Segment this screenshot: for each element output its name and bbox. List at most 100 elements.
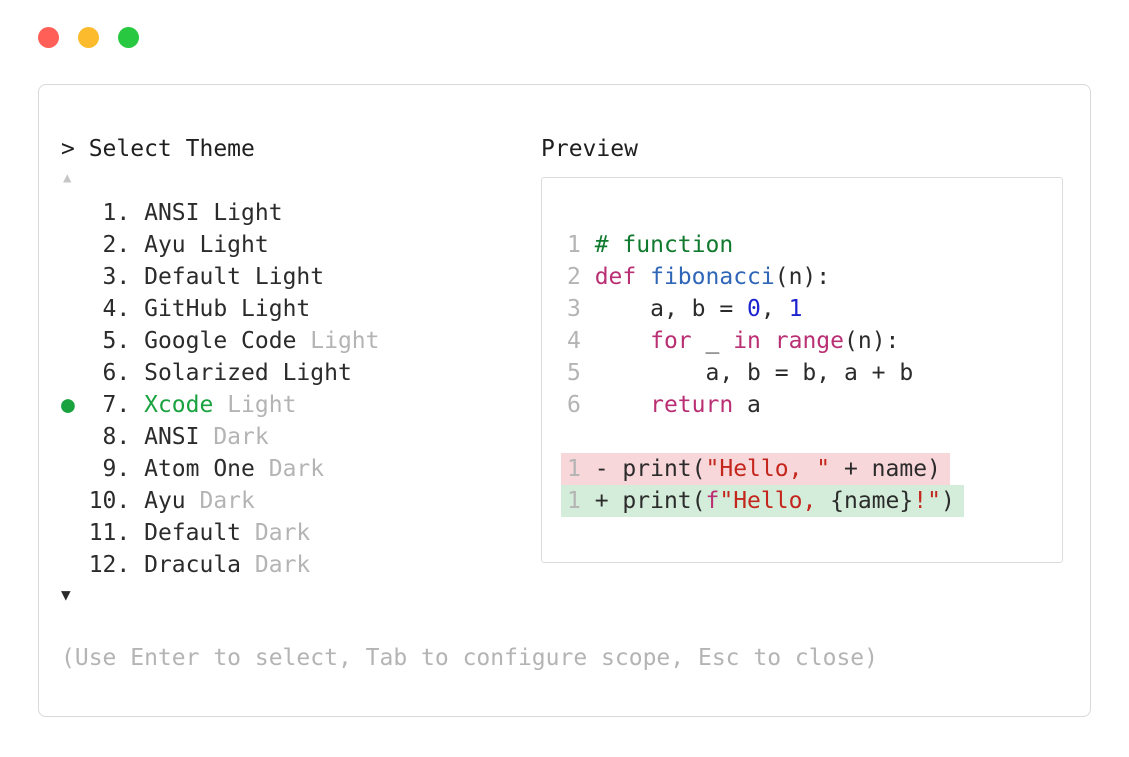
code-line: 5 a, b = b, a + b [567,357,1062,389]
scroll-up-indicator: ▲ [63,170,72,186]
code-token: !" [913,488,941,514]
theme-number: 8. [88,424,145,450]
theme-variant: Dark [199,424,269,450]
code-line: 6 return a [567,389,1062,421]
preview-title: Preview [541,136,638,162]
theme-number: 5. [88,328,145,354]
code-token: # function [594,232,734,258]
code-token [636,264,650,290]
theme-number: 1. [88,200,145,226]
line-number: 1 [567,488,595,514]
diff-sign: - [594,456,623,482]
theme-number: 6. [88,360,145,386]
theme-variant: Light [213,392,297,418]
code-line: 3 a, b = 0, 1 [567,293,1062,325]
theme-item[interactable]: 12. Dracula Dark [61,549,380,581]
theme-item[interactable]: 1. ANSI Light [61,197,380,229]
code-token: a, b = b, a + b [594,360,914,386]
theme-item[interactable]: ● 7. Xcode Light [61,389,380,421]
code-token: + name) [830,456,941,482]
code-token [595,328,650,354]
selected-bullet-icon: ● [61,392,89,418]
select-theme-title: > Select Theme [61,136,255,162]
theme-number: 11. [88,520,145,546]
theme-item[interactable]: 10. Ayu Dark [61,485,380,517]
theme-variant: Light [296,328,380,354]
theme-selector-dialog: > Select Theme ▲ 1. ANSI Light 2. Ayu Li… [38,84,1091,717]
code-line: 4 for _ in range(n): [567,325,1062,357]
code-token: {name} [830,488,914,514]
theme-item[interactable]: 4. GitHub Light [61,293,380,325]
code-token: f [705,488,720,514]
scroll-down-indicator: ▼ [61,585,71,604]
code-token: "Hello, " [705,456,831,482]
bullet-space [61,232,89,258]
bullet-space [61,456,89,482]
theme-variant: Dark [241,552,311,578]
line-number: 1 [567,456,595,482]
theme-item[interactable]: 6. Solarized Light [61,357,380,389]
bullet-space [61,424,89,450]
code-token: for [650,328,692,354]
theme-name: Default Light [144,264,325,290]
diff-line-removed: 1 - print("Hello, " + name) [561,453,1062,485]
code-token: (n): [844,328,900,354]
bullet-space [61,360,89,386]
code-token: print( [622,488,706,514]
code-token: a [733,392,761,418]
diff-highlight: 1 + print(f"Hello, {name}!") [561,485,964,517]
code-token: print( [622,456,706,482]
theme-number: 7. [88,392,145,418]
bullet-space [61,264,89,290]
theme-name: Xcode [144,392,214,418]
line-number: 3 [567,296,595,322]
bullet-space [61,520,89,546]
keyboard-hint: (Use Enter to select, Tab to configure s… [61,645,878,671]
theme-name: Solarized Light [144,360,352,386]
theme-item[interactable]: 2. Ayu Light [61,229,380,261]
code-token: a, b = [594,296,748,322]
close-button[interactable] [38,27,59,48]
bullet-space [61,328,89,354]
theme-item[interactable]: 3. Default Light [61,261,380,293]
theme-item[interactable]: 5. Google Code Light [61,325,380,357]
theme-item[interactable]: 8. ANSI Dark [61,421,380,453]
diff-highlight: 1 - print("Hello, " + name) [561,453,950,485]
line-number: 1 [567,232,595,258]
code-token: , [760,296,789,322]
theme-name: Default [144,520,242,546]
theme-name: ANSI Light [144,200,283,226]
theme-name: Ayu [144,488,186,514]
bullet-space [61,552,89,578]
line-number: 5 [567,360,595,386]
code-token: return [650,392,734,418]
code-line [567,421,1062,453]
maximize-button[interactable] [118,27,139,48]
theme-name: Ayu Light [144,232,269,258]
theme-number: 9. [88,456,145,482]
code-token: ) [940,488,955,514]
code-token: range [774,328,844,354]
code-token: _ [691,328,734,354]
line-number: 4 [567,328,595,354]
bullet-space [61,296,89,322]
diff-line-added: 1 + print(f"Hello, {name}!") [561,485,1062,517]
line-number: 2 [567,264,595,290]
theme-name: Google Code [144,328,297,354]
code-token: in [733,328,761,354]
code-token: fibonacci [650,264,775,290]
diff-sign: + [594,488,623,514]
code-token [761,328,775,354]
code-token: (n): [774,264,831,290]
line-number: 6 [567,392,595,418]
theme-number: 3. [88,264,145,290]
theme-item[interactable]: 11. Default Dark [61,517,380,549]
theme-name: GitHub Light [144,296,311,322]
minimize-button[interactable] [78,27,99,48]
theme-number: 4. [88,296,145,322]
theme-variant: Dark [185,488,255,514]
theme-item[interactable]: 9. Atom One Dark [61,453,380,485]
bullet-space [61,200,89,226]
code-line: 1 # function [567,229,1062,261]
theme-number: 2. [88,232,145,258]
